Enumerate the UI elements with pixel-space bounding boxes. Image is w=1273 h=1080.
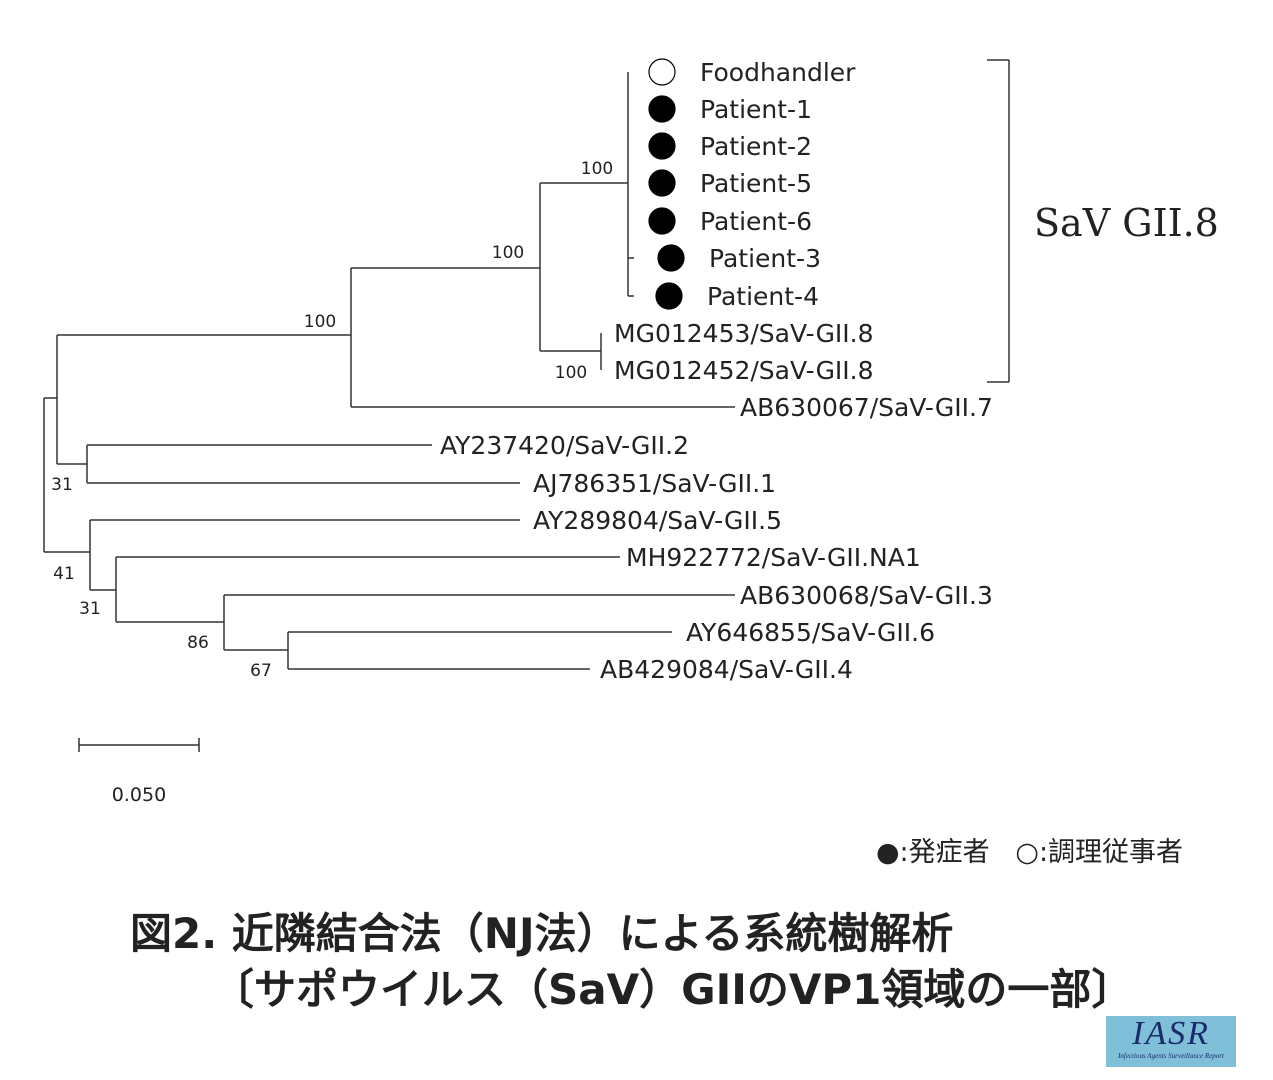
- leaf-label-mh772: MH922772/SaV-GII.NA1: [626, 543, 921, 572]
- legend: ●:発症者 ○:調理従事者: [876, 830, 1183, 869]
- patient-marker-icon: [648, 95, 676, 123]
- leaf-label-p5: Patient-5: [700, 169, 812, 198]
- leaf-label-ab068: AB630068/SaV-GII.3: [740, 581, 993, 610]
- iasr-logo: IASR Infectious Agents Surveillance Repo…: [1106, 1016, 1236, 1067]
- logo-subtitle: Infectious Agents Surveillance Report: [1118, 1052, 1224, 1060]
- logo-name: IASR: [1132, 1015, 1210, 1052]
- figure-title-line1: 図2. 近隣結合法（NJ法）による系統樹解析: [130, 909, 954, 958]
- leaf-label-p2: Patient-2: [700, 132, 812, 161]
- figure-title-line2: 〔サポウイルス（SaV）GIIのVP1領域の一部〕: [212, 965, 1134, 1014]
- leaf-label-ay420: AY237420/SaV-GII.2: [440, 431, 689, 460]
- legend-foodhandler: ○:調理従事者: [1015, 837, 1184, 868]
- bootstrap-value: 100: [555, 363, 587, 383]
- bootstrap-value: 41: [53, 564, 75, 584]
- leaf-label-aj351: AJ786351/SaV-GII.1: [533, 469, 776, 498]
- bootstrap-value: 100: [304, 312, 336, 332]
- patient-marker-icon: [655, 282, 683, 310]
- legend-patient: ●:発症者: [876, 837, 990, 868]
- clade-label: SaV GII.8: [1034, 201, 1219, 245]
- bootstrap-value: 31: [51, 475, 73, 495]
- leaf-label-ay855: AY646855/SaV-GII.6: [686, 618, 935, 647]
- leaf-label-mg453: MG012453/SaV-GII.8: [614, 319, 874, 348]
- leaf-label-ab067: AB630067/SaV-GII.7: [740, 393, 993, 422]
- leaf-label-p1: Patient-1: [700, 95, 812, 124]
- leaf-label-p6: Patient-6: [700, 207, 812, 236]
- patient-marker-icon: [648, 169, 676, 197]
- leaf-label-ay804: AY289804/SaV-GII.5: [533, 506, 782, 535]
- bootstrap-value: 86: [187, 633, 209, 653]
- foodhandler-marker-icon: [648, 58, 676, 86]
- bootstrap-value: 67: [250, 661, 272, 681]
- leaf-label-foodhandler: Foodhandler: [700, 58, 856, 87]
- leaf-label-ab084: AB429084/SaV-GII.4: [600, 655, 853, 684]
- bootstrap-value: 100: [581, 159, 613, 179]
- phylogenetic-tree: FoodhandlerPatient-1Patient-2Patient-5Pa…: [43, 58, 1219, 806]
- patient-marker-icon: [657, 244, 685, 272]
- leaf-label-mg452: MG012452/SaV-GII.8: [614, 356, 874, 385]
- patient-marker-icon: [648, 207, 676, 235]
- bootstrap-value: 31: [79, 599, 101, 619]
- leaf-label-p3: Patient-3: [709, 244, 821, 273]
- scale-bar-label: 0.050: [112, 784, 166, 806]
- leaf-label-p4: Patient-4: [707, 282, 819, 311]
- bootstrap-value: 100: [492, 243, 524, 263]
- patient-marker-icon: [648, 132, 676, 160]
